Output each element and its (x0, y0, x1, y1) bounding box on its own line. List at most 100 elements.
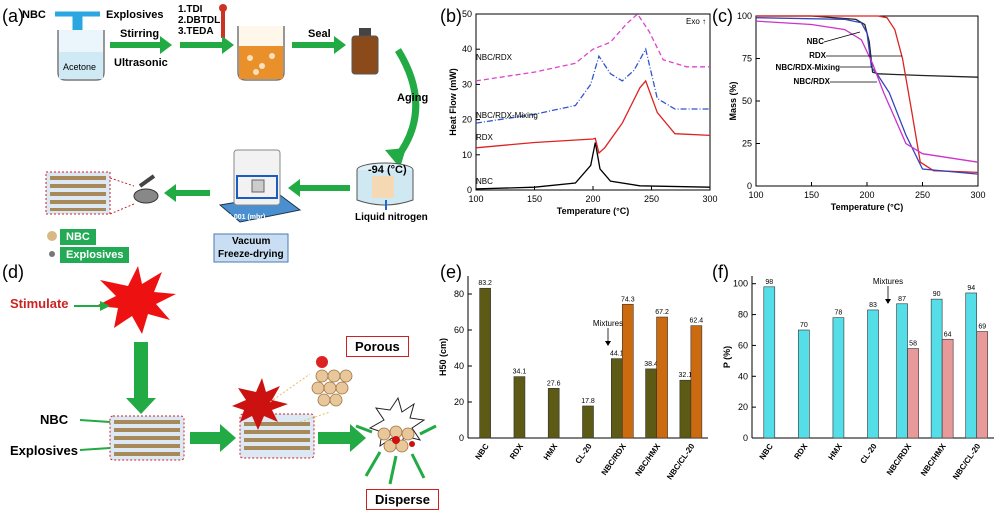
stimulate-label: Stimulate (10, 296, 69, 311)
category-label: NBC (758, 442, 775, 462)
panel-a-schematic (45, 4, 420, 263)
data-label: 58 (909, 341, 917, 348)
sample-vial (372, 176, 394, 198)
mixtures-arrowhead (885, 299, 891, 304)
y-tick-label: 0 (747, 181, 752, 191)
bar (965, 292, 978, 439)
y-tick-label: 80 (738, 310, 748, 320)
category-label: NBC (473, 442, 490, 462)
porous-burst (316, 356, 328, 368)
bar (896, 303, 908, 439)
series-line-1 (756, 15, 979, 174)
data-label: 69 (978, 324, 986, 331)
bar (479, 287, 491, 439)
y-tick-label: 40 (462, 44, 472, 54)
series-line-2 (475, 47, 710, 124)
series-label: RDX (476, 133, 494, 142)
series-label: NBC/RDX (794, 77, 831, 86)
y-axis-label: P (%) (722, 346, 732, 368)
bar (941, 338, 954, 439)
arrow-stimulate (100, 301, 110, 311)
y-tick-label: 20 (454, 397, 464, 407)
category-label: HMX (826, 441, 844, 461)
x-tick-label: 300 (970, 190, 985, 200)
ignition-burst-icon (232, 378, 288, 430)
ultrasonic-label: Ultrasonic (114, 57, 168, 69)
reagent-2: 2.DBTDL (178, 15, 221, 26)
arrow-to-grinding (164, 184, 210, 202)
stimulate-burst-icon (96, 266, 176, 334)
category-label: HMX (542, 441, 560, 461)
y-tick-label: 100 (737, 11, 752, 21)
y-tick-label: 60 (738, 340, 748, 350)
y-tick-label: 40 (454, 361, 464, 371)
bar (930, 298, 943, 439)
category-label: CL-20 (859, 442, 879, 466)
vacuum-label: Vacuum (232, 236, 271, 247)
porous-box: Porous (346, 336, 409, 357)
y-tick-label: 75 (742, 54, 752, 64)
data-label: 34.1 (513, 369, 527, 376)
bar (610, 358, 623, 439)
series-line-0 (756, 15, 979, 78)
x-tick-label: 150 (804, 190, 819, 200)
acetone-label: Acetone (63, 62, 97, 72)
bar (690, 325, 703, 439)
bar (621, 303, 634, 439)
bar (763, 286, 776, 439)
temperature-label: -94 (°C) (368, 164, 407, 176)
data-label: 70 (800, 322, 808, 329)
data-label: 83 (869, 302, 877, 309)
plot-frame (475, 13, 711, 191)
data-label: 94 (967, 285, 975, 292)
y-tick-label: 20 (738, 402, 748, 412)
data-label: 64 (944, 331, 952, 338)
x-tick-label: 150 (527, 194, 542, 204)
mixtures-annotation: Mixtures (593, 319, 623, 328)
reagent-3: 3.TEDA (178, 26, 214, 37)
exo-annotation: Exo ↑ (686, 17, 706, 26)
y-tick-label: 80 (454, 289, 464, 299)
category-label: NBC/RDX (885, 441, 914, 477)
panel-label-e: (e) (440, 262, 462, 282)
y-tick-label: 25 (742, 139, 752, 149)
x-axis-label: Temperature (°C) (557, 206, 629, 216)
d-nbc-label: NBC (40, 412, 69, 427)
mixtures-arrowhead (605, 341, 611, 346)
mixtures-annotation: Mixtures (873, 277, 903, 286)
x-tick-label: 200 (585, 194, 600, 204)
series-line-2 (755, 17, 979, 175)
panel-label-c: (c) (712, 6, 733, 26)
legend-explosives-tag: Explosives (60, 247, 130, 263)
panel-label-b: (b) (440, 6, 462, 26)
vacuum-label-box (213, 233, 289, 263)
y-tick-label: 30 (462, 79, 472, 89)
data-label: 27.6 (547, 380, 561, 387)
category-label: NBC/HMX (919, 441, 948, 477)
data-label: 17.8 (581, 398, 595, 405)
liquid-nitrogen-label: Liquid nitrogen (355, 212, 428, 223)
explosives-legend-marker (49, 251, 55, 257)
panel-label-f: (f) (712, 262, 729, 282)
arrow-right-1 (190, 424, 236, 452)
series-line-0 (475, 142, 711, 190)
panel-d-schematic (74, 266, 437, 485)
aging-label: Aging (397, 92, 429, 104)
category-label: NBC/CL-20 (665, 442, 697, 482)
arrow-to-freeze (288, 179, 350, 197)
disperse-arrows (355, 424, 437, 485)
y-tick-label: 0 (459, 433, 464, 443)
bottle-cap (359, 28, 371, 36)
data-label: 32.1 (679, 372, 693, 379)
x-tick-label: 200 (859, 190, 874, 200)
category-label: CL-20 (574, 442, 594, 466)
sealed-bottle-icon (351, 35, 379, 75)
bar (582, 405, 594, 439)
panel-label-d: (d) (2, 262, 24, 282)
x-tick-label: 250 (644, 194, 659, 204)
bar (513, 376, 526, 439)
d-explosives-label: Explosives (10, 443, 78, 458)
